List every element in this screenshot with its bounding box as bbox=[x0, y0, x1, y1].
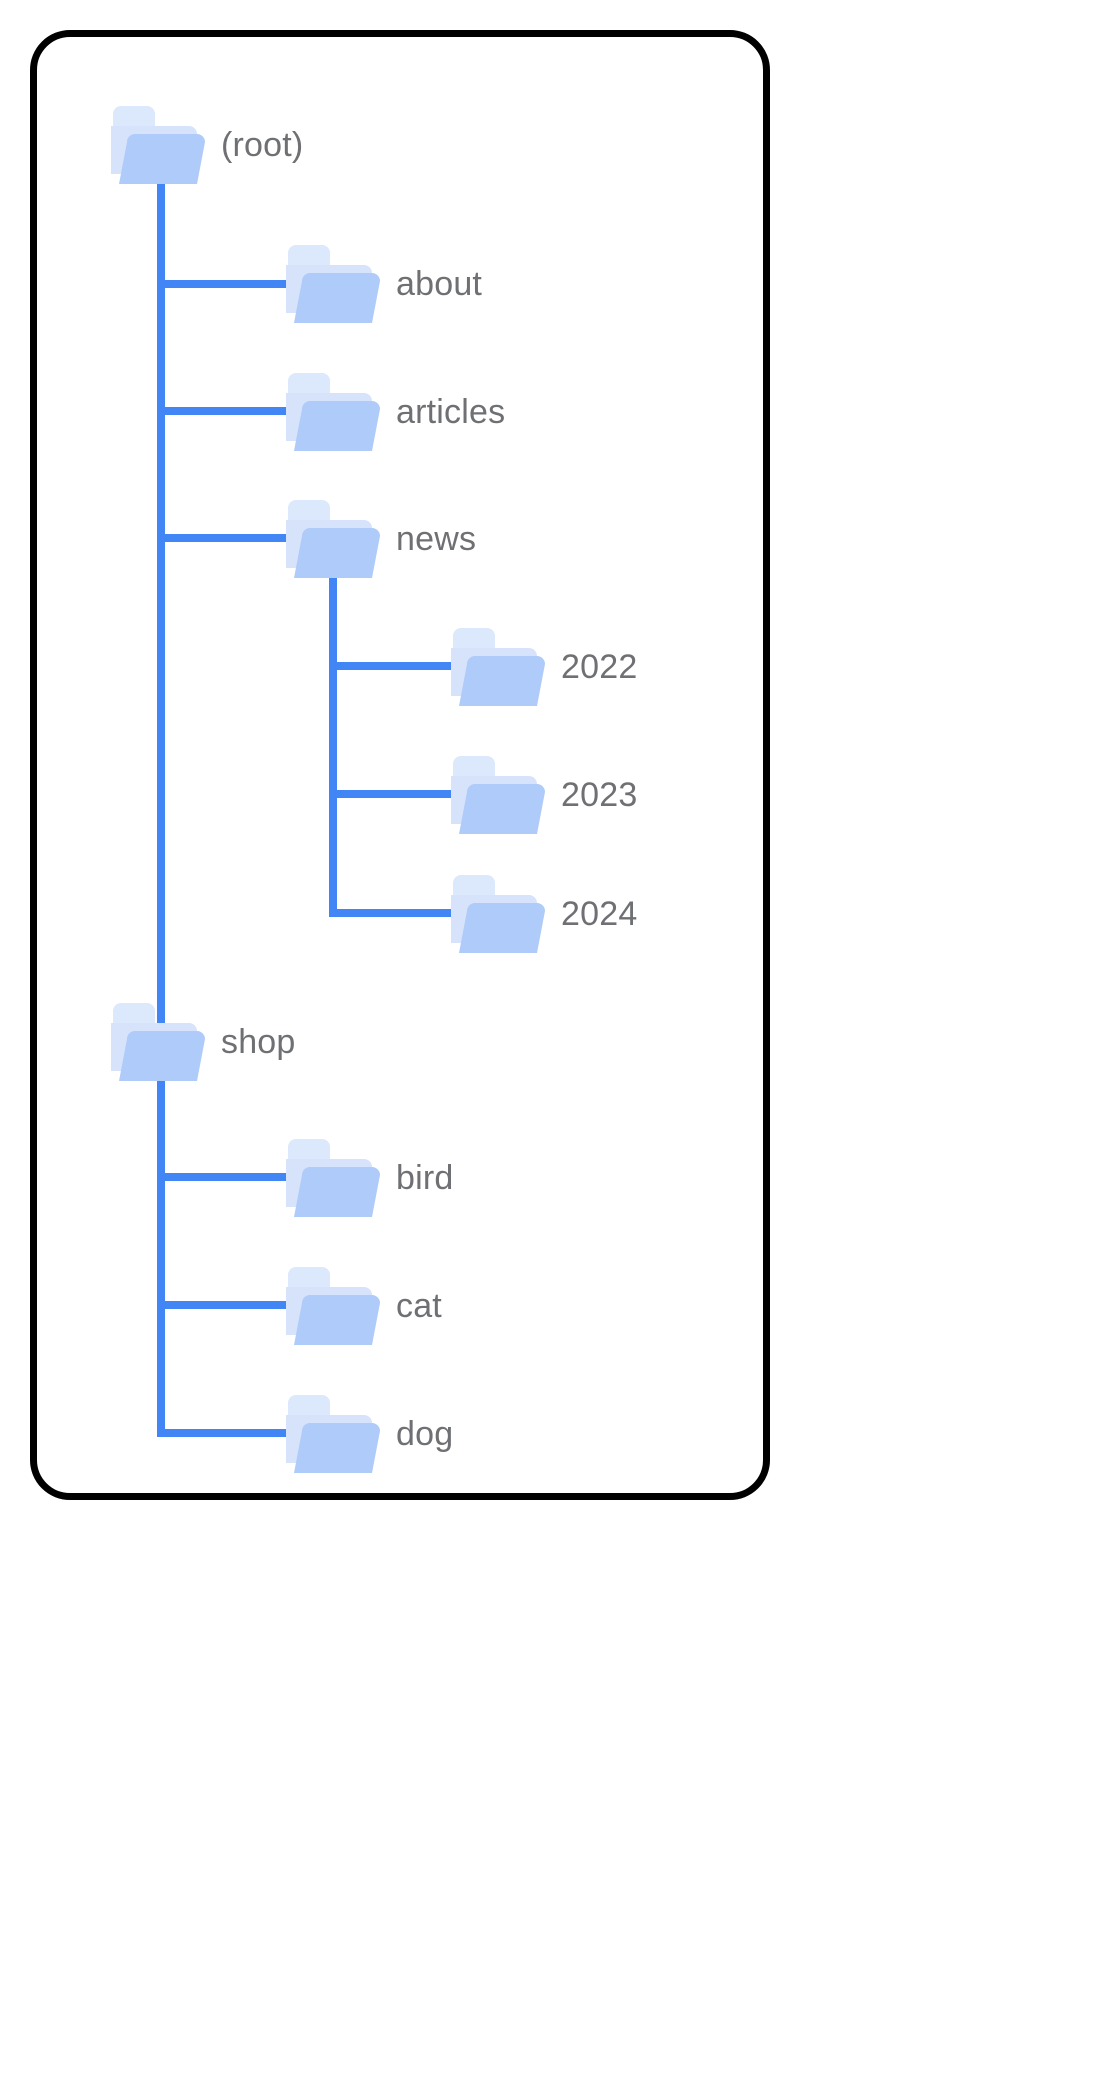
diagram-card: (root) about bbox=[30, 30, 770, 1500]
folder-icon bbox=[280, 1133, 390, 1223]
connector-trunk-news bbox=[329, 562, 337, 917]
tree-node-bird[interactable]: bird bbox=[280, 1133, 454, 1223]
tree-node-label: shop bbox=[221, 1023, 296, 1061]
connector-shop-cat bbox=[157, 1301, 292, 1309]
folder-icon bbox=[280, 494, 390, 584]
tree-node-label: 2023 bbox=[561, 776, 638, 814]
connector-root-articles bbox=[157, 407, 292, 415]
folder-icon bbox=[280, 1261, 390, 1351]
tree-node-2022[interactable]: 2022 bbox=[445, 622, 637, 712]
tree-node-shop[interactable]: shop bbox=[105, 997, 296, 1087]
folder-icon bbox=[280, 1389, 390, 1479]
tree-node-label: cat bbox=[396, 1287, 442, 1325]
folder-icon bbox=[445, 622, 555, 712]
tree-node-label: dog bbox=[396, 1415, 454, 1453]
tree-node-label: articles bbox=[396, 393, 506, 431]
tree-node-news[interactable]: news bbox=[280, 494, 476, 584]
tree-node-dog[interactable]: dog bbox=[280, 1389, 453, 1479]
tree-node-label: bird bbox=[396, 1159, 454, 1197]
tree-node-label: 2024 bbox=[561, 895, 638, 933]
connector-news-2024 bbox=[329, 909, 457, 917]
connector-root-news bbox=[157, 534, 292, 542]
connector-root-about bbox=[157, 280, 292, 288]
tree-node-label: 2022 bbox=[561, 648, 638, 686]
folder-icon bbox=[105, 100, 215, 190]
folder-icon bbox=[280, 239, 390, 329]
tree-node-root[interactable]: (root) bbox=[105, 100, 303, 190]
connector-shop-dog bbox=[157, 1429, 292, 1437]
tree-node-label: news bbox=[396, 520, 477, 558]
folder-icon bbox=[105, 997, 215, 1087]
directory-tree: (root) about bbox=[37, 37, 763, 1493]
folder-icon bbox=[445, 869, 555, 959]
connector-news-2022 bbox=[329, 662, 457, 670]
connector-shop-bird bbox=[157, 1173, 292, 1181]
tree-node-label: about bbox=[396, 265, 483, 303]
tree-node-articles[interactable]: articles bbox=[280, 367, 505, 457]
connector-news-2023 bbox=[329, 790, 457, 798]
tree-node-2024[interactable]: 2024 bbox=[445, 869, 637, 959]
tree-node-cat[interactable]: cat bbox=[280, 1261, 442, 1351]
folder-icon bbox=[280, 367, 390, 457]
tree-node-2023[interactable]: 2023 bbox=[445, 750, 637, 840]
folder-icon bbox=[445, 750, 555, 840]
tree-node-about[interactable]: about bbox=[280, 239, 482, 329]
connector-trunk-root bbox=[157, 182, 165, 1437]
tree-node-label: (root) bbox=[221, 126, 304, 164]
